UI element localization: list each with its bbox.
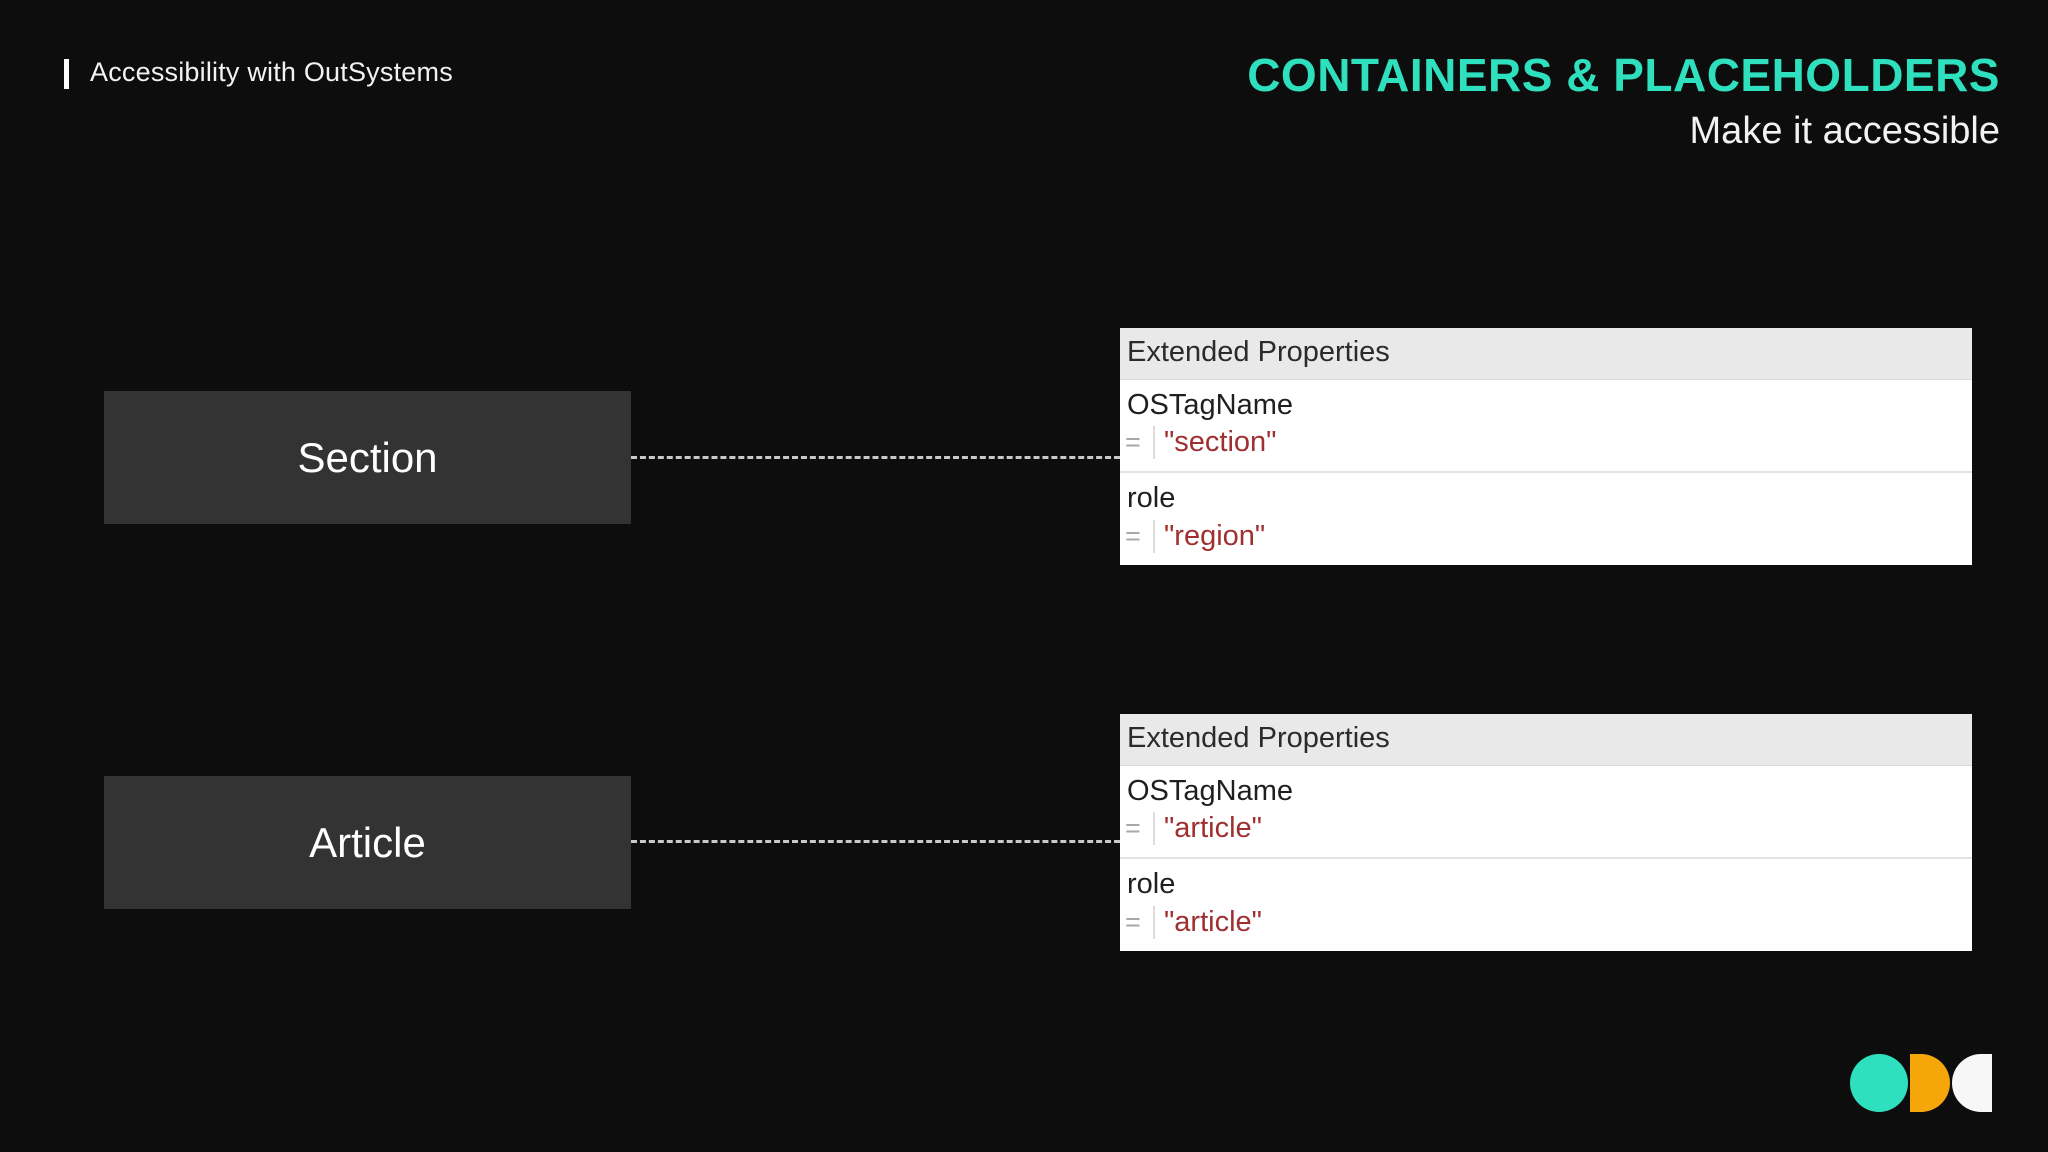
property-row[interactable]: OSTagName = "article" xyxy=(1120,766,1972,858)
equals-icon: = xyxy=(1125,906,1141,937)
panel-header-article: Extended Properties xyxy=(1120,714,1972,766)
property-value-line: = "region" xyxy=(1125,519,1972,553)
block-section: Section xyxy=(104,391,631,524)
property-name: role xyxy=(1127,868,1176,901)
extended-properties-panel-article: Extended Properties OSTagName = "article… xyxy=(1120,714,1972,951)
property-value-line: = "article" xyxy=(1125,812,1972,846)
property-name: OSTagName xyxy=(1127,775,1294,807)
property-name: OSTagName xyxy=(1127,389,1294,421)
property-value[interactable]: "section" xyxy=(1153,426,1276,460)
extended-properties-panel-section: Extended Properties OSTagName = "section… xyxy=(1120,328,1972,565)
property-value[interactable]: "article" xyxy=(1153,905,1262,939)
equals-icon: = xyxy=(1125,427,1141,458)
logo-c-shape-icon xyxy=(1952,1054,1992,1112)
block-section-label: Section xyxy=(297,433,438,481)
outsystems-logo xyxy=(1850,1052,1992,1114)
property-row[interactable]: role = "region" xyxy=(1120,471,1972,565)
equals-icon: = xyxy=(1125,813,1141,844)
equals-icon: = xyxy=(1125,520,1141,551)
block-article-label: Article xyxy=(309,818,426,866)
property-value-line: = "section" xyxy=(1125,426,1972,460)
property-value-line: = "article" xyxy=(1125,905,1972,939)
property-row[interactable]: OSTagName = "section" xyxy=(1120,380,1972,472)
panel-header-section: Extended Properties xyxy=(1120,328,1972,380)
property-value[interactable]: "region" xyxy=(1153,519,1265,553)
property-name: role xyxy=(1127,482,1176,515)
brand-label: Accessibility with OutSystems xyxy=(90,57,453,87)
logo-d-shape-icon xyxy=(1910,1054,1950,1112)
page-title: CONTAINERS & PLACEHOLDERS xyxy=(1247,49,2000,101)
connector-line-article xyxy=(631,840,1120,843)
logo-circle-icon xyxy=(1850,1054,1908,1112)
property-value[interactable]: "article" xyxy=(1153,812,1262,846)
block-article: Article xyxy=(104,776,631,909)
brand-accent-bar xyxy=(64,59,69,89)
property-row[interactable]: role = "article" xyxy=(1120,857,1972,951)
page-subtitle: Make it accessible xyxy=(1689,110,2000,152)
connector-line-section xyxy=(631,456,1120,459)
